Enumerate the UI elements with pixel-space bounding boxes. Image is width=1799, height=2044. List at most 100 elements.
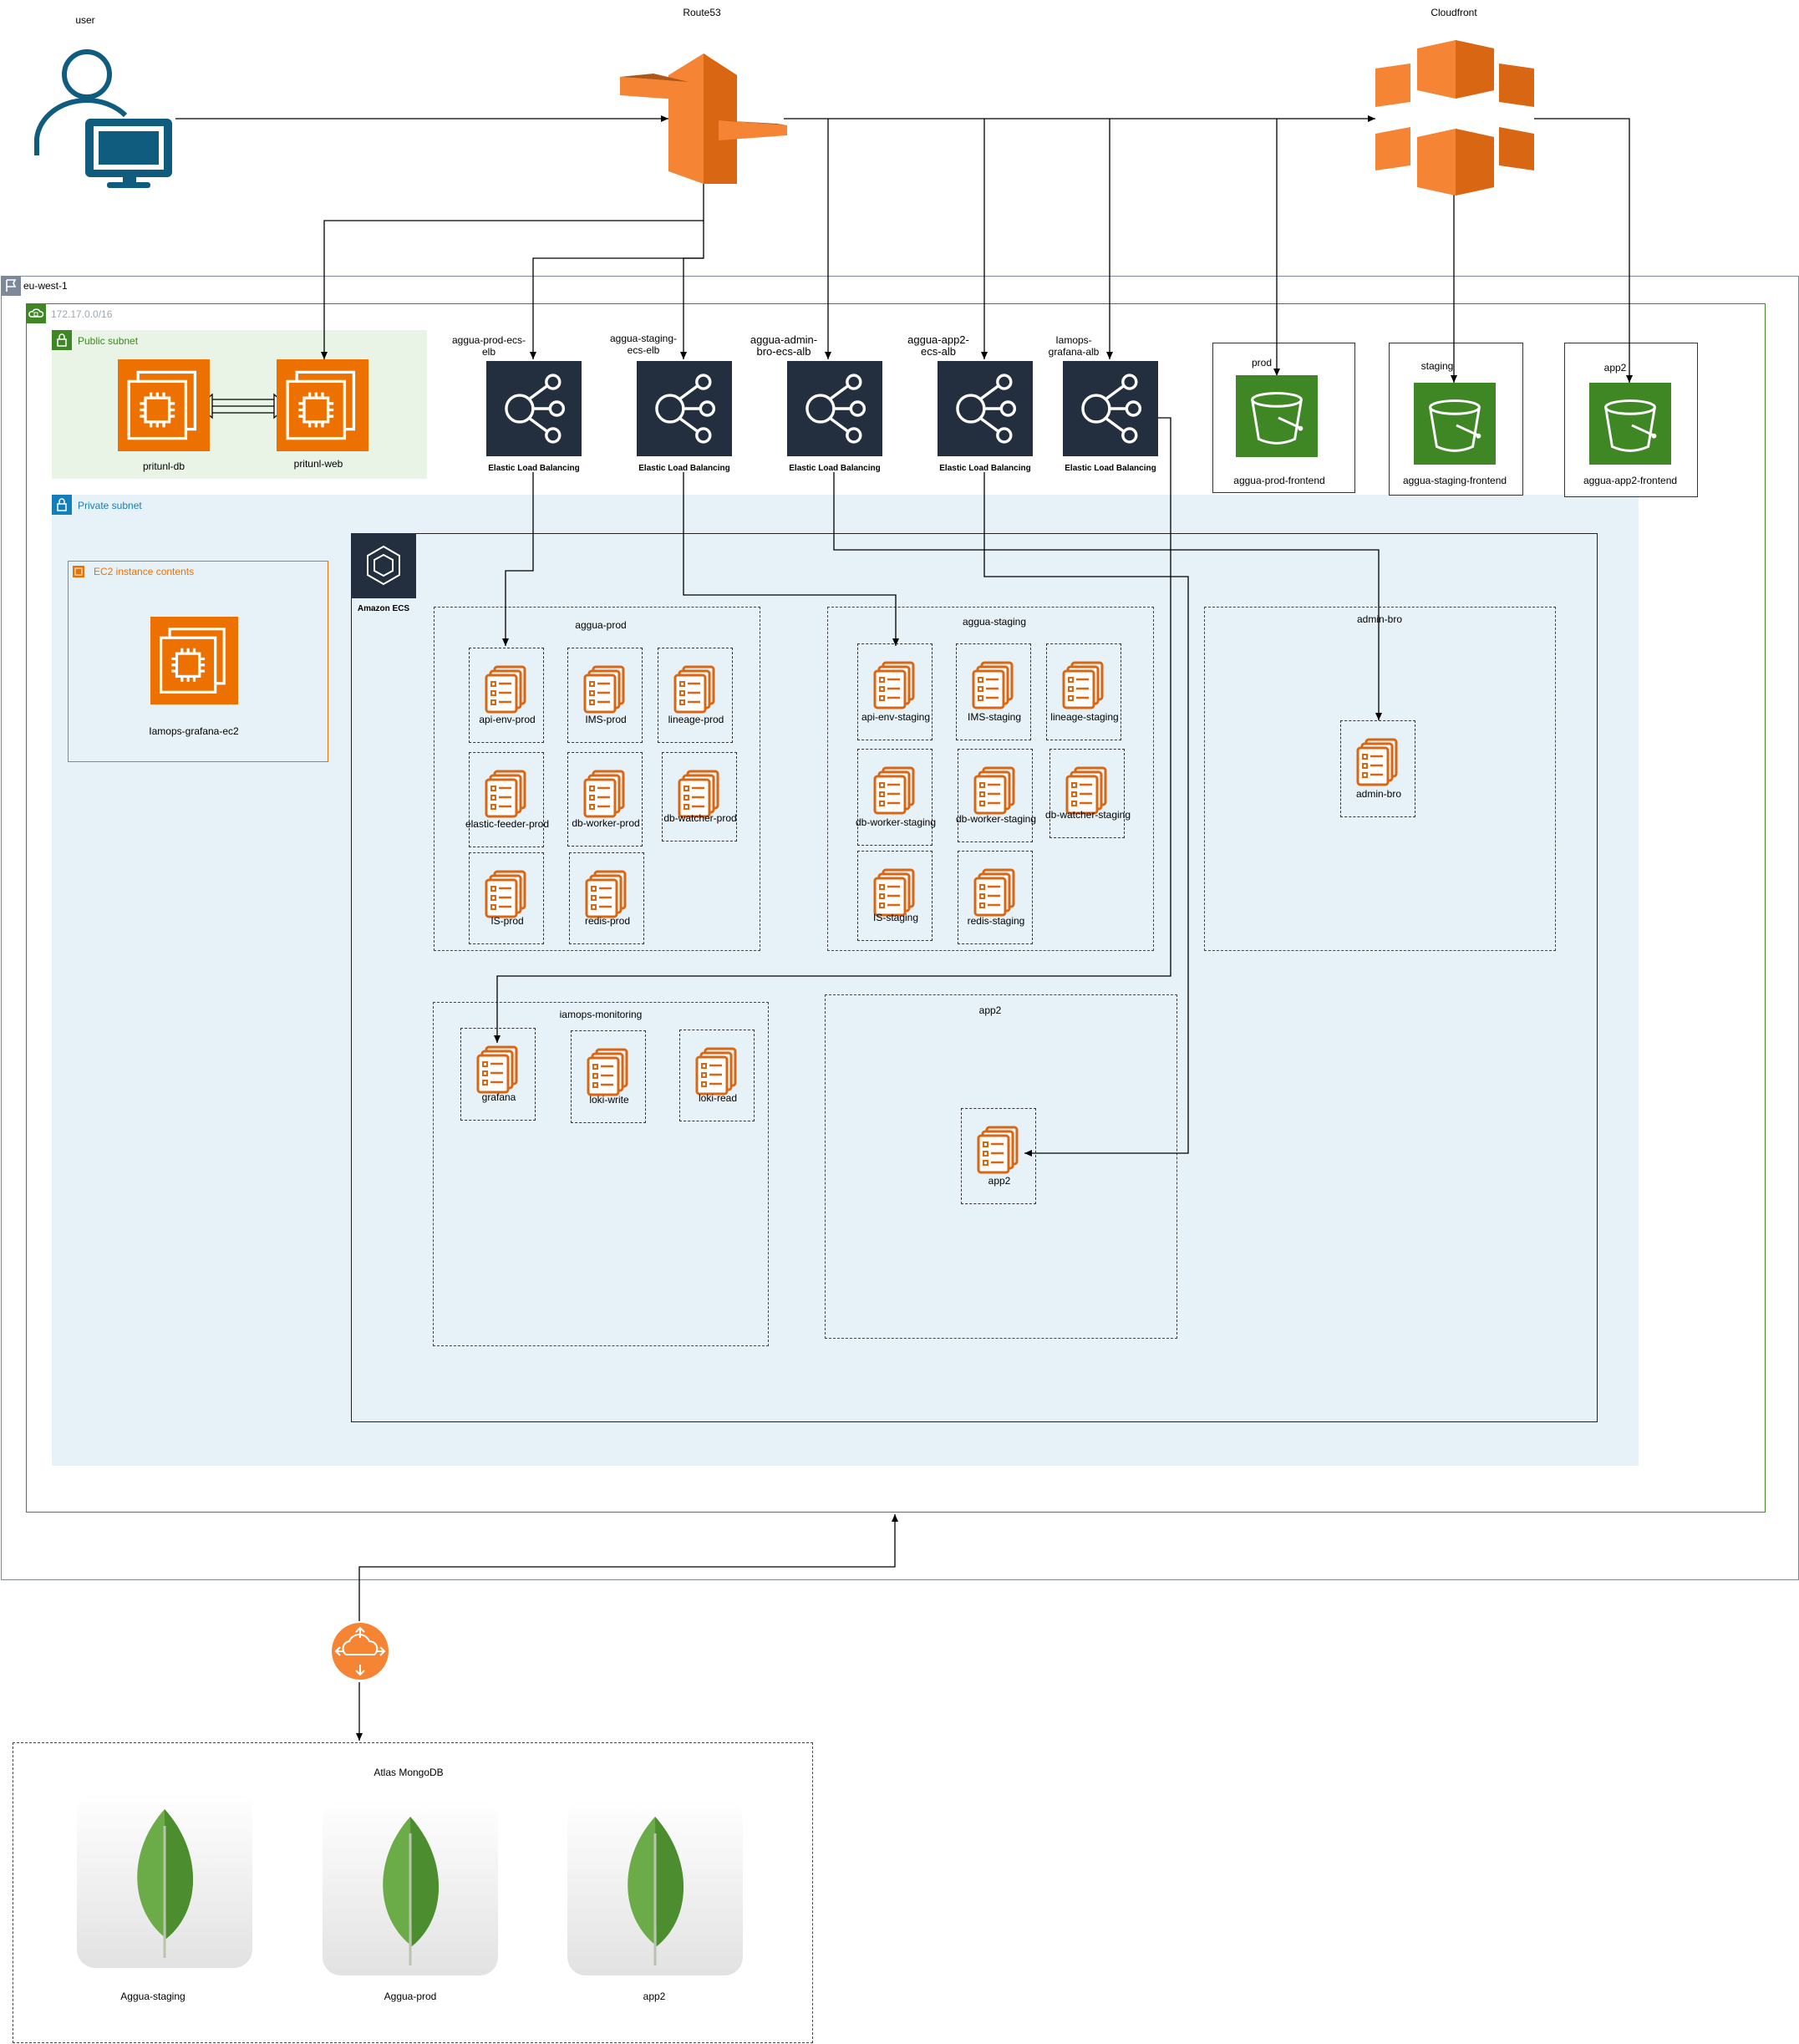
ecs-task-icon	[873, 661, 918, 715]
bucket-box-staging	[1389, 343, 1523, 496]
cluster-admin-bro	[1204, 607, 1556, 951]
ecs-task-icon	[1356, 738, 1401, 792]
ecs-task-icon	[583, 665, 628, 719]
bucket-box-app2	[1564, 343, 1698, 497]
ecs-task-label: lineage-staging	[1050, 711, 1119, 723]
lock-icon	[52, 330, 72, 350]
cluster-label: aggua-prod	[575, 619, 627, 631]
ecs-task-icon	[678, 770, 723, 824]
ecs-task-label: loki-write	[589, 1094, 629, 1106]
private-subnet	[52, 495, 1639, 1466]
ecs-task-db-worker-prod: db-worker-prod	[567, 752, 643, 847]
cluster-label: aggua-staging	[962, 616, 1027, 628]
edge-grafana-elb-grafana	[494, 417, 1171, 1043]
route53-label: Route53	[683, 7, 721, 18]
mongodb-label: Aggua-staging	[120, 1991, 185, 2002]
ecs-task-icon	[873, 868, 918, 923]
ecs-label: Amazon ECS	[357, 604, 410, 613]
ec2-icon	[150, 617, 238, 704]
ecs-task-label: db-watcher-staging	[1044, 809, 1131, 821]
elb-icon	[637, 361, 732, 456]
elb-caption: Elastic Load Balancing	[1065, 464, 1156, 473]
bucket-name: aggua-staging-frontend	[1402, 475, 1507, 486]
cluster-label: admin-bro	[1356, 613, 1403, 625]
cluster-aggua-prod	[434, 607, 760, 951]
ecs-task-grafana: grafana	[460, 1028, 536, 1121]
ecs-task-lineage-staging: lineage-staging	[1046, 643, 1121, 740]
s3-bucket-icon	[1589, 383, 1671, 465]
mongodb-icon	[77, 1792, 252, 1968]
ecs-task-api-env-prod: api-env-prod	[469, 648, 544, 743]
edge-app2-elb-app2	[983, 472, 1189, 1157]
ec2-small-icon	[73, 566, 84, 577]
route53-icon	[620, 50, 787, 188]
ecs-task-label: db-watcher-prod	[663, 812, 737, 824]
ecs-task-icon	[673, 665, 719, 719]
ecs-task-app2: app2	[961, 1108, 1036, 1204]
mongodb-icon	[323, 1800, 498, 1975]
ecs-task-icon	[476, 1045, 521, 1100]
ecs-task-loki-read: loki-read	[679, 1030, 755, 1121]
edge-route53-pritunl	[321, 182, 704, 359]
ecs-task-label: loki-read	[698, 1092, 738, 1104]
ecs-task-label: api-env-prod	[479, 714, 536, 725]
ecs-task-label: admin-bro	[1355, 788, 1402, 800]
bucket-env: app2	[1603, 362, 1627, 374]
ecs-task-loki-write: loki-write	[571, 1030, 646, 1123]
ecs-task-icon	[485, 770, 530, 824]
ecs-task-icon	[977, 1126, 1022, 1180]
ecs-task-label: redis-staging	[967, 915, 1025, 927]
public-subnet-label: Public subnet	[78, 335, 139, 347]
bucket-name: aggua-prod-frontend	[1233, 475, 1325, 486]
mongodb-label: Aggua-prod	[384, 1991, 437, 2002]
atlas-label: Atlas MongoDB	[374, 1767, 444, 1778]
ecs-task-icon	[485, 665, 530, 719]
region-label: eu-west-1	[23, 280, 68, 292]
ec2-icon	[277, 359, 368, 451]
ecs-task-icon	[973, 868, 1019, 923]
elb-caption: Elastic Load Balancing	[939, 464, 1031, 473]
elb-icon	[486, 361, 582, 456]
ecs-task-icon	[485, 870, 530, 924]
edge-staging-elb-api	[683, 472, 899, 646]
user-icon	[33, 47, 177, 191]
ecs-task-lineage-prod: lineage-prod	[658, 648, 733, 743]
s3-bucket-icon	[1236, 375, 1318, 457]
ecs-task-label: elastic-feeder-prod	[465, 818, 550, 830]
ecs-task-db-worker-staging: db-worker-staging	[856, 749, 936, 846]
ec2-label: pritunl-web	[293, 458, 343, 470]
cluster-app2	[825, 994, 1177, 1339]
ecs-icon	[351, 533, 416, 598]
ecs-task-label: db-worker-staging	[855, 816, 937, 828]
ecs-container	[351, 533, 1598, 1422]
elb-name: aggua-admin-bro-ecs-alb	[750, 333, 818, 358]
vpc-router-icon	[331, 1621, 389, 1681]
edge-route53-prod-elb	[530, 221, 704, 359]
ecs-task-ims-staging: IMS-staging	[956, 643, 1031, 740]
ecs-task-icon	[973, 766, 1019, 821]
region-flag-icon	[1, 276, 21, 296]
ecs-task-db-watcher-staging: db-watcher-staging	[1045, 749, 1131, 838]
ec2-label: Iamops-grafana-ec2	[149, 725, 239, 737]
edge-prod-elb-api	[502, 472, 534, 646]
ecs-task-icon	[585, 870, 630, 924]
s3-bucket-icon	[1414, 383, 1496, 465]
cluster-label: iamops-monitoring	[559, 1009, 643, 1020]
lock-icon	[52, 495, 72, 515]
bucket-name: aggua-app2-frontend	[1583, 475, 1678, 486]
ecs-task-label: db-worker-prod	[572, 817, 640, 829]
ecs-task-is-staging: IS-staging	[857, 851, 933, 941]
cloudfront-icon	[1375, 40, 1534, 196]
ecs-task-icon	[695, 1047, 740, 1101]
ecs-task-label: redis-prod	[584, 915, 631, 927]
ecs-task-redis-staging: redis-staging	[958, 851, 1033, 944]
mongodb-icon	[567, 1800, 743, 1975]
cluster-iamops-monitoring	[433, 1002, 769, 1346]
elb-icon	[938, 361, 1033, 456]
ecs-task-label: IS-prod	[490, 915, 524, 927]
cluster-aggua-staging	[827, 607, 1154, 951]
vpc-cloud-icon	[26, 303, 46, 323]
ecs-task-label: db-worker-staging	[955, 813, 1037, 825]
edge-pritunl-db-web	[212, 399, 274, 414]
ecs-task-api-env-staging: api-env-staging	[857, 643, 933, 740]
